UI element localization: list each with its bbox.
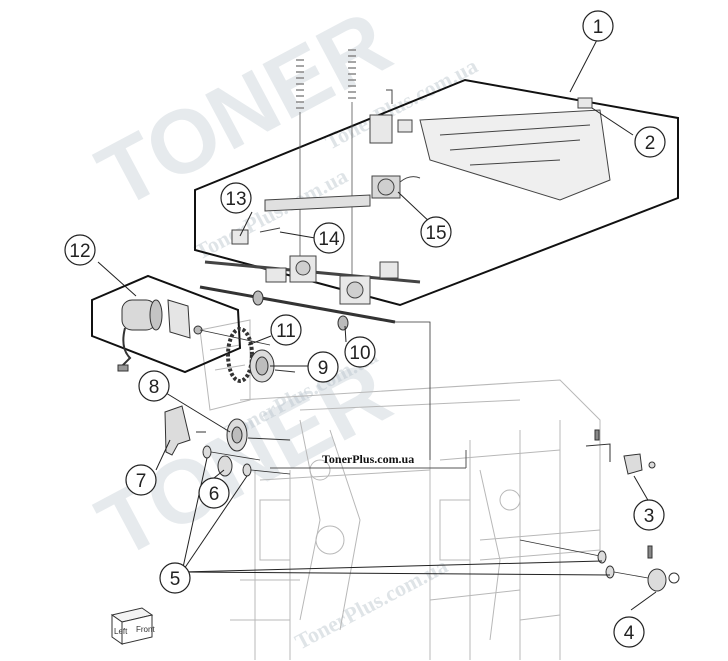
callout-12: 12 bbox=[64, 234, 96, 266]
callout-label: 12 bbox=[69, 241, 90, 262]
right-parts bbox=[519, 429, 680, 592]
callout-label: 7 bbox=[136, 471, 147, 492]
callout-circle bbox=[125, 464, 157, 496]
callout-label: 9 bbox=[318, 358, 329, 379]
cube-front-label: Front bbox=[136, 625, 155, 634]
callout-circle bbox=[138, 370, 170, 402]
callout-8: 8 bbox=[138, 370, 170, 402]
callout-2: 2 bbox=[634, 126, 666, 158]
callout-label: 13 bbox=[225, 189, 246, 210]
callout-9: 9 bbox=[307, 351, 339, 383]
callout-label: 4 bbox=[624, 623, 635, 644]
callout-13: 13 bbox=[220, 182, 252, 214]
caption-text: TonerPlus.com.ua bbox=[322, 452, 414, 466]
callout-4: 4 bbox=[613, 616, 645, 648]
callout-label: 1 bbox=[593, 17, 604, 38]
callout-6: 6 bbox=[198, 477, 230, 509]
callout-circle bbox=[313, 222, 345, 254]
callout-15: 15 bbox=[420, 216, 452, 248]
motor-inset bbox=[91, 274, 271, 374]
top-assembly-outline bbox=[194, 78, 679, 307]
callout-14: 14 bbox=[313, 222, 345, 254]
callout-5: 5 bbox=[159, 562, 191, 594]
callout-circle bbox=[582, 10, 614, 42]
callout-circle bbox=[220, 182, 252, 214]
callout-circle bbox=[344, 336, 376, 368]
upper-mechanism bbox=[204, 89, 611, 305]
callout-label: 10 bbox=[349, 343, 370, 364]
callout-7: 7 bbox=[125, 464, 157, 496]
callout-11: 11 bbox=[270, 314, 302, 346]
leader-lines bbox=[97, 37, 657, 611]
callout-circle bbox=[633, 499, 665, 531]
callout-1: 1 bbox=[582, 10, 614, 42]
callout-label: 8 bbox=[149, 377, 160, 398]
cube-left-label: Left bbox=[114, 627, 128, 636]
callout-label: 14 bbox=[318, 229, 340, 250]
callout-label: 3 bbox=[644, 506, 655, 527]
callout-circle bbox=[613, 616, 645, 648]
orientation-cube: Left Front bbox=[110, 607, 155, 645]
printer-frame bbox=[199, 319, 601, 660]
drive-train bbox=[226, 327, 296, 452]
callout-label: 6 bbox=[209, 484, 220, 505]
callout-circle bbox=[64, 234, 96, 266]
callout-10: 10 bbox=[344, 336, 376, 368]
callout-circle bbox=[307, 351, 339, 383]
callout-circle bbox=[198, 477, 230, 509]
callout-circle bbox=[634, 126, 666, 158]
callout-label: 5 bbox=[170, 569, 181, 590]
caption-box: TonerPlus.com.ua bbox=[270, 450, 467, 469]
callout-3: 3 bbox=[633, 499, 665, 531]
callout-circle bbox=[270, 314, 302, 346]
callout-label: 2 bbox=[645, 133, 656, 154]
callout-circle bbox=[420, 216, 452, 248]
callout-circle bbox=[159, 562, 191, 594]
callout-label: 11 bbox=[276, 321, 296, 342]
callout-label: 15 bbox=[425, 223, 446, 244]
